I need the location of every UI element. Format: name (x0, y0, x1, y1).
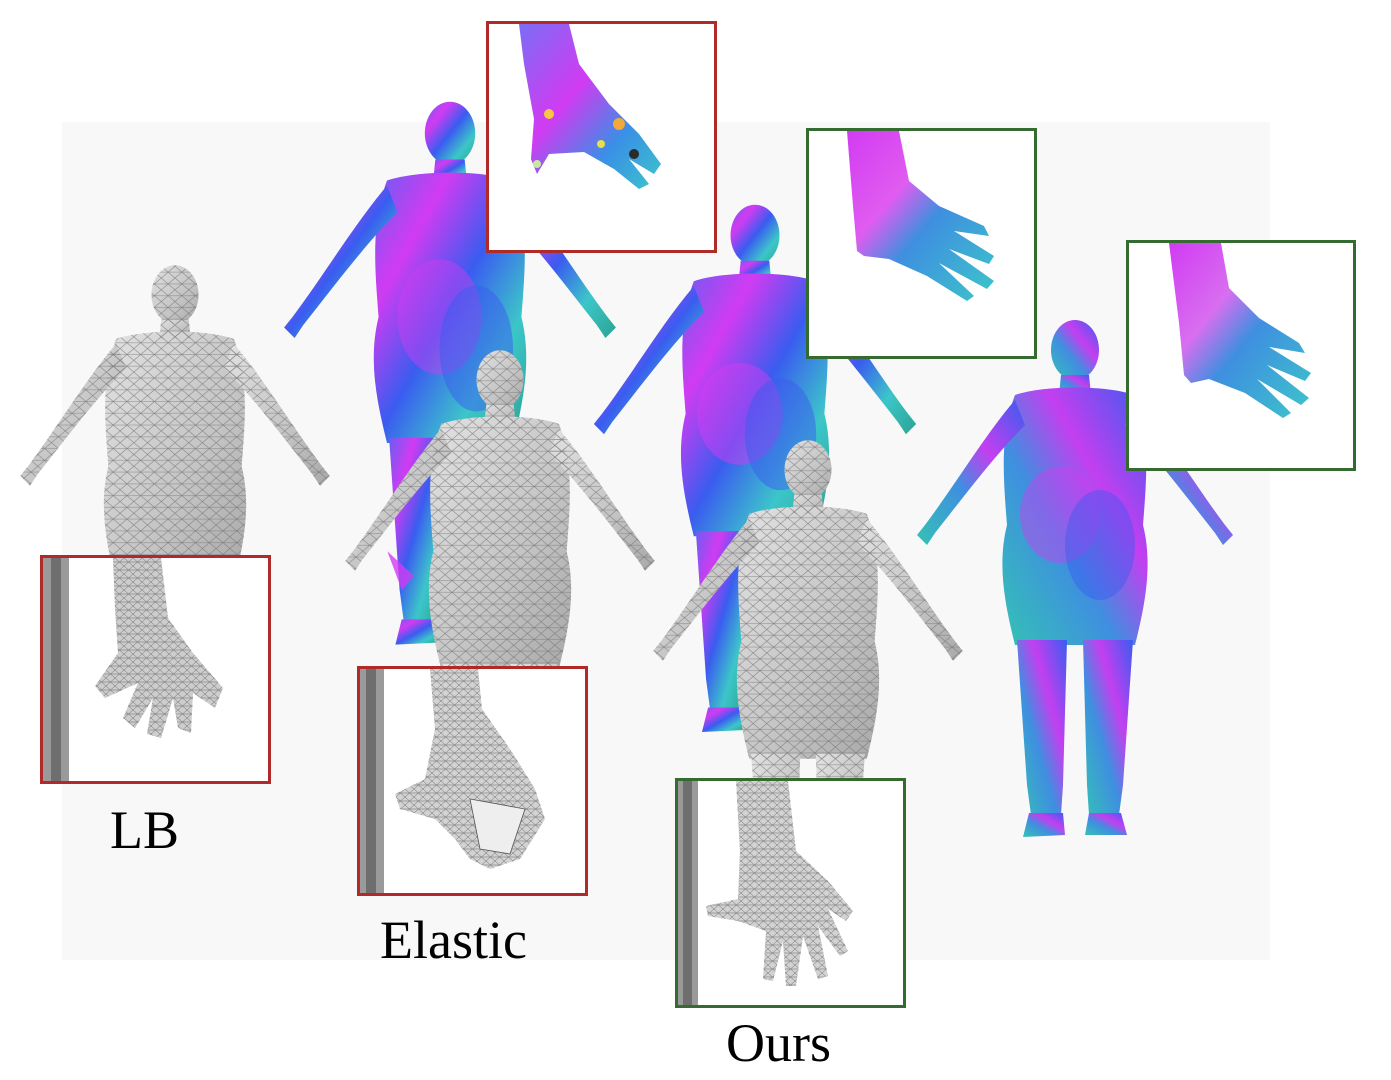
elastic-hand-inset (357, 666, 588, 896)
caption-elastic: Elastic (380, 910, 527, 970)
lb-hand-inset (40, 555, 271, 784)
elastic-normals-inset (486, 21, 717, 253)
clean-hand-normals-icon (1169, 243, 1311, 418)
ours-normals-inset (806, 128, 1037, 359)
clean-hand-mesh-icon (678, 781, 853, 1005)
target-normals-inset (1126, 240, 1356, 471)
noisy-hand-normals-icon (519, 24, 661, 189)
clean-hand-normals-icon (847, 131, 994, 301)
distorted-hand-mesh-icon (43, 558, 223, 781)
elastic-mesh-body (345, 350, 655, 857)
caption-lb: LB (110, 800, 180, 860)
ours-hand-inset (675, 778, 906, 1008)
target-normal-body (917, 320, 1233, 837)
caption-ours: Ours (726, 1013, 831, 1073)
collapsed-hand-mesh-icon (360, 669, 545, 893)
